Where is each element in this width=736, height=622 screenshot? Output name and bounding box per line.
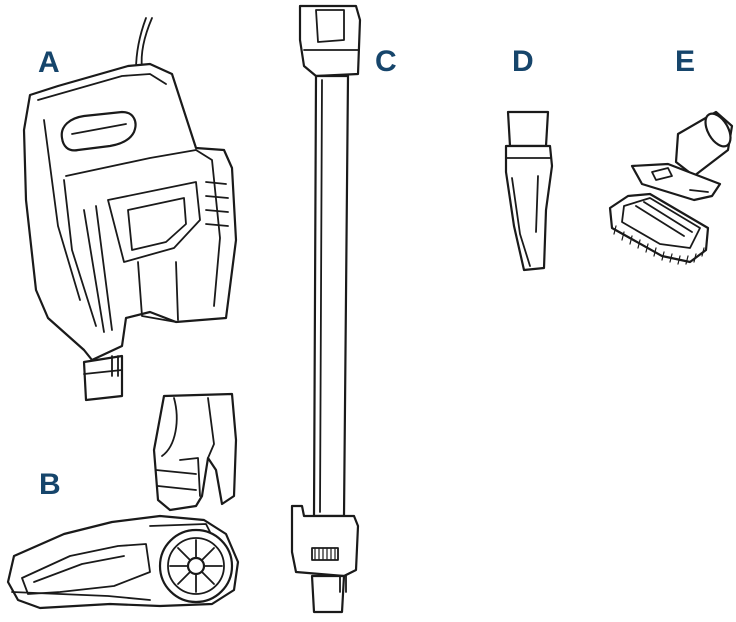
nozzle-ridge [34, 556, 124, 582]
base-panel [138, 262, 176, 322]
nozzle-ring [84, 370, 122, 374]
body-front-line [84, 210, 104, 332]
neck-slot [180, 458, 200, 496]
crevice-body [506, 146, 552, 270]
dust-cup-inner [128, 198, 186, 250]
dust-cup-window [108, 182, 200, 262]
filter-edge [196, 150, 220, 306]
wand-tip-latch [340, 576, 346, 592]
brush-tool-frame [622, 198, 700, 248]
part-a-handheld-unit [24, 18, 236, 400]
crevice-edge [536, 176, 538, 232]
brush-tool-slot [690, 190, 708, 192]
neck-band [156, 470, 196, 474]
part-b-floor-nozzle [8, 394, 238, 608]
brush-tool-base [610, 194, 708, 262]
label-c: C [375, 45, 397, 78]
part-d-crevice-tool [506, 112, 552, 270]
label-b: B [39, 468, 61, 501]
filter-ribs [206, 182, 228, 226]
neck-contour-2 [208, 398, 214, 458]
brush-bristles [614, 226, 704, 264]
wand-vent [312, 548, 338, 560]
part-e-upholstery-tool [610, 109, 736, 264]
body-lower-line [64, 180, 96, 326]
handle-top-edge [38, 74, 166, 100]
power-cord [142, 18, 152, 68]
wheel-rim [168, 538, 224, 594]
label-d: D [512, 45, 534, 78]
body-mid-line [66, 150, 196, 176]
body-front-line-2 [96, 206, 112, 330]
body-side-line [44, 120, 80, 300]
neck-band-2 [158, 486, 196, 490]
wand-bottom-coupler [292, 506, 358, 576]
label-e: E [675, 45, 696, 78]
nozzle-bottom-edge [12, 592, 150, 600]
nozzle-latch [112, 356, 118, 376]
wand-top-latch [316, 10, 344, 42]
brush-tool-inner [636, 202, 692, 236]
wand-tube-highlight [320, 80, 322, 512]
wheel-spokes [170, 540, 222, 592]
brush-tool-opening [700, 109, 735, 150]
handheld-nozzle [84, 356, 122, 400]
neck-contour [162, 398, 177, 456]
wand-vent-slots [315, 549, 335, 559]
label-a: A [38, 46, 60, 79]
crevice-collar [508, 112, 548, 146]
brush-tool-button [652, 168, 672, 180]
wand-tube [314, 76, 348, 516]
wand-tip [312, 576, 344, 612]
part-c-extension-wand [292, 6, 360, 612]
base-panel-2 [176, 262, 178, 320]
handle-grip-inner [72, 124, 126, 134]
handle-grip [62, 112, 136, 150]
crevice-groove [512, 178, 530, 266]
